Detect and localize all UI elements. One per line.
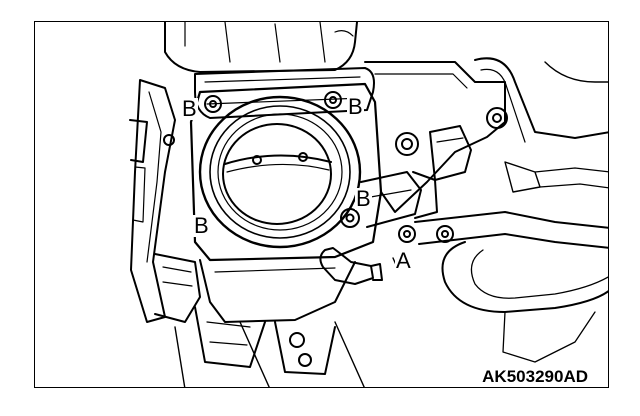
figure-code: AK503290AD	[482, 367, 588, 386]
callout-b-upper-left: B	[181, 96, 198, 121]
callout-a: A	[395, 248, 412, 273]
throttle-body-illustration	[129, 22, 608, 387]
callout-b-lower-right: B	[355, 186, 372, 211]
callout-b-upper-right: B	[347, 94, 364, 119]
figure-frame: B B B B A AK503290AD	[34, 21, 609, 388]
callout-b-lower-left: B	[193, 213, 210, 238]
